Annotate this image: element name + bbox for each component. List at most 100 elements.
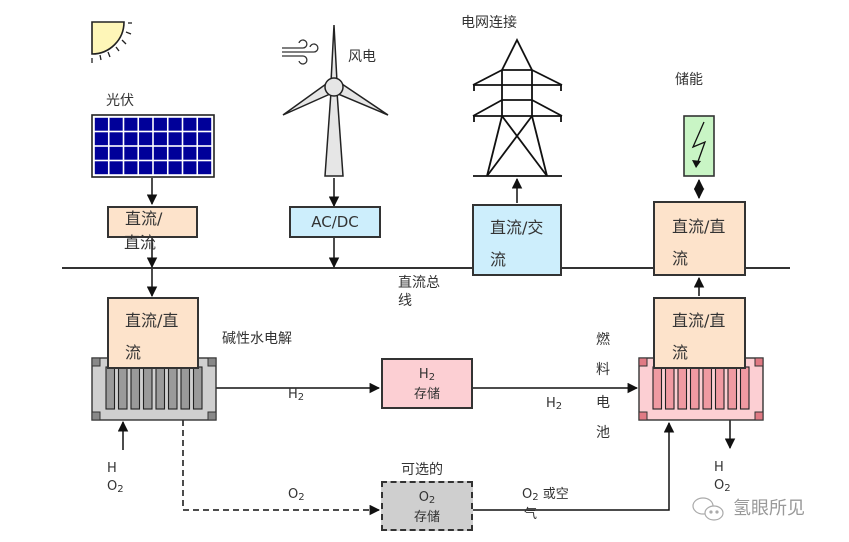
cell-plate xyxy=(714,366,725,410)
solar-cell xyxy=(124,117,138,131)
electrolyzer-dcdc-converter-box: 直流/直 流 xyxy=(107,297,199,369)
storage-converter-line2: 流 xyxy=(672,249,689,268)
solar-cell xyxy=(198,117,212,131)
h2-storage-line2: 存储 xyxy=(413,387,440,402)
fuelcell-label-char-2: 料 xyxy=(596,362,610,378)
stack-corner xyxy=(638,411,648,421)
solar-cell xyxy=(109,146,123,160)
watermark-text: 氢眼所见 xyxy=(733,498,805,519)
wind-turbine-icon xyxy=(282,24,389,177)
o2-storage-optional-label: 可选的 xyxy=(401,462,443,478)
solar-cell xyxy=(94,146,108,160)
cell-plate xyxy=(180,366,191,410)
solar-cell xyxy=(168,117,182,131)
h2-flow-label-right: H2 xyxy=(546,396,563,412)
pv-dcdc-converter-box: 直流/ xyxy=(107,206,198,238)
wind-label: 风电 xyxy=(348,49,376,65)
solar-cell xyxy=(153,146,167,160)
stack-corner xyxy=(638,357,648,367)
solar-cell xyxy=(139,132,153,146)
wechat-icon xyxy=(692,497,724,521)
solar-cell xyxy=(109,161,123,175)
solar-cell xyxy=(124,161,138,175)
cell-plate xyxy=(677,366,688,410)
cell-plate xyxy=(689,366,700,410)
solar-cell xyxy=(183,132,197,146)
cell-plate xyxy=(155,366,166,410)
stack-corner xyxy=(207,357,217,367)
fuelcell-label-char-3: 电 xyxy=(596,395,610,411)
fuelcell-label-char-1: 燃 xyxy=(596,332,610,348)
solar-cell xyxy=(183,161,197,175)
solar-cell xyxy=(198,161,212,175)
power-pylon-icon xyxy=(472,37,563,177)
pv-converter-line1: 直流/ xyxy=(125,209,163,228)
stack-corner xyxy=(207,411,217,421)
electrolyzer-converter-line1: 直流/直 xyxy=(125,311,179,330)
electrolyzer-converter-line2: 流 xyxy=(125,343,142,362)
fuelcell-label-char-4: 池 xyxy=(596,425,610,441)
cell-plate xyxy=(727,366,738,410)
solar-cell xyxy=(198,146,212,160)
solar-cell xyxy=(139,117,153,131)
solar-cell xyxy=(183,146,197,160)
solar-cell xyxy=(94,117,108,131)
acdc-label: AC/DC xyxy=(311,213,359,231)
pv-label: 光伏 xyxy=(106,93,134,109)
cell-plate xyxy=(167,366,178,410)
solar-cell xyxy=(183,117,197,131)
storage-converter-line1: 直流/直 xyxy=(672,217,726,236)
cell-plate xyxy=(739,366,750,410)
cell-plate xyxy=(130,366,141,410)
cell-plate xyxy=(702,366,713,410)
cell-plate xyxy=(664,366,675,410)
cell-plate xyxy=(192,366,203,410)
fuelcell-dcdc-converter-box: 直流/直 流 xyxy=(653,297,746,369)
cell-plate xyxy=(105,366,116,410)
cell-plate xyxy=(117,366,128,410)
storage-label: 储能 xyxy=(675,72,703,88)
storage-dcdc-converter-box: 直流/直 流 xyxy=(653,201,746,276)
o2-storage-box: O2 存储 xyxy=(381,481,473,531)
water-output-label-line1: H xyxy=(714,460,724,475)
pv-converter-line2: 直流 xyxy=(124,233,157,252)
sun-icon xyxy=(91,21,132,63)
solar-cell xyxy=(153,132,167,146)
cell-plate xyxy=(652,366,663,410)
stack-corner xyxy=(91,411,101,421)
solar-cell xyxy=(168,161,182,175)
solar-cell xyxy=(168,146,182,160)
solar-cell xyxy=(153,161,167,175)
o2-flow-label: O2 xyxy=(288,487,305,503)
grid-converter-line1: 直流/交 xyxy=(490,218,544,237)
h2-storage-line1: H2 xyxy=(418,367,436,383)
solar-cell xyxy=(124,132,138,146)
electrolyzer-label: 碱性水电解 xyxy=(222,331,292,347)
o2-or-air-label: O2 或空 xyxy=(522,487,569,503)
grid-label: 电网连接 xyxy=(461,15,517,31)
wind-gust-icon xyxy=(282,39,319,65)
solar-cell xyxy=(94,161,108,175)
o2-or-air-label-wrap: 气 xyxy=(524,507,538,522)
solar-panel-icon xyxy=(91,114,215,178)
solar-cell xyxy=(109,132,123,146)
stack-corner xyxy=(91,357,101,367)
stack-corner xyxy=(754,411,764,421)
solar-cell xyxy=(139,146,153,160)
water-input-label-line2: O2 xyxy=(107,479,124,495)
solar-cell xyxy=(94,132,108,146)
grid-dcac-converter-box: 直流/交 流 xyxy=(472,204,562,276)
wind-acdc-converter-box: AC/DC xyxy=(289,206,381,238)
fuelcell-converter-line1: 直流/直 xyxy=(672,311,726,330)
grid-converter-line2: 流 xyxy=(490,250,507,269)
battery-icon xyxy=(683,115,715,177)
cell-plate xyxy=(142,366,153,410)
solar-cell xyxy=(153,117,167,131)
solar-cell xyxy=(124,146,138,160)
h2-flow-label-left: H2 xyxy=(288,387,305,403)
water-output-label-line2: O2 xyxy=(714,478,731,494)
dc-bus-label-line1: 直流总 xyxy=(398,275,440,291)
o2-storage-line1: O2 xyxy=(418,490,436,506)
o2-dashed-arrow xyxy=(182,420,381,516)
solar-cell xyxy=(168,132,182,146)
